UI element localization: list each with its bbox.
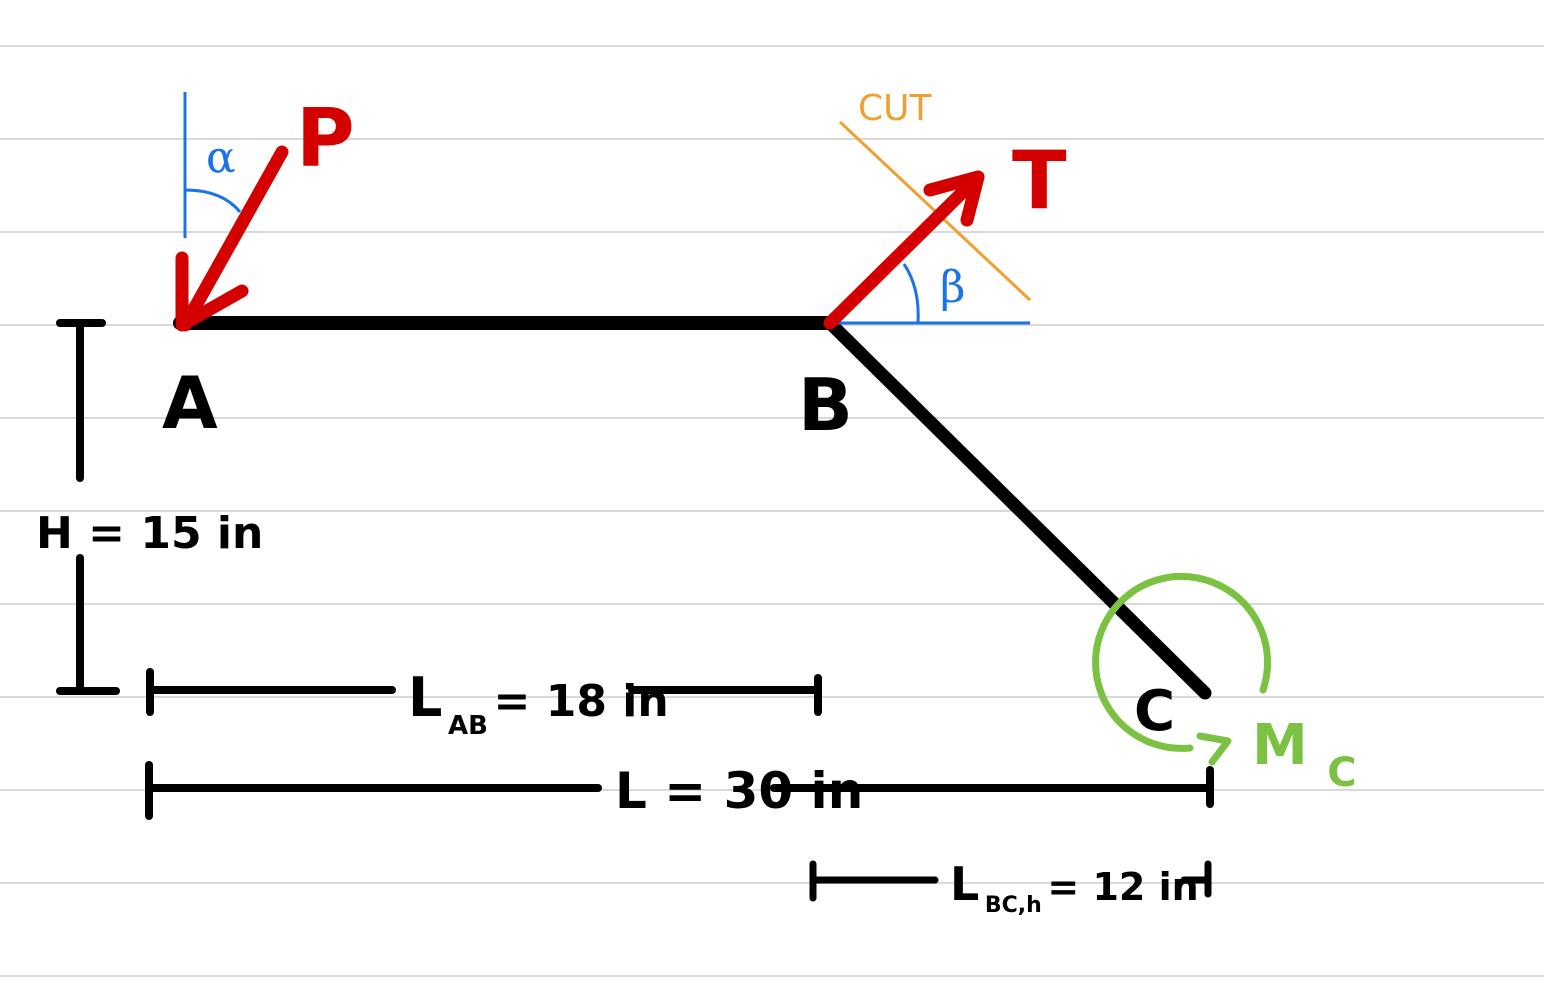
node-c-label: C [1134, 679, 1175, 744]
moment-mc-head [1196, 732, 1232, 766]
force-p-label: P [296, 92, 355, 185]
force-p-head [175, 251, 249, 332]
node-b-label: B [798, 363, 853, 447]
moment-mc-label: M C [1252, 713, 1357, 796]
force-t-arrow [823, 170, 985, 330]
alpha-arc [184, 188, 242, 213]
length-total-dimension [145, 761, 1214, 820]
length-bch-subscript: BC,h [985, 893, 1042, 918]
length-ab-subscript: AB [448, 711, 488, 741]
force-p-arrow [175, 145, 289, 332]
beta-arc [902, 263, 920, 324]
height-dim-label: H = 15 in [36, 508, 263, 559]
length-bch-label: L BC,h = 12 in [950, 857, 1199, 918]
moment-mc-main: M [1252, 713, 1308, 778]
moment-mc-arrow [1092, 572, 1272, 766]
length-ab-label: L AB = 18 in [408, 666, 669, 741]
length-bch-value: = 12 in [1047, 865, 1198, 909]
length-bch-dimension [809, 860, 1212, 902]
moment-mc-arc [1092, 572, 1272, 752]
length-total-label: L = 30 in [615, 762, 863, 820]
force-t-head [923, 170, 985, 227]
force-t-shaft [823, 170, 985, 330]
length-bch-main: L [950, 857, 979, 911]
cut-label: CUT [858, 88, 932, 129]
moment-mc-subscript: C [1327, 750, 1356, 796]
height-dimension [56, 319, 120, 695]
length-ab-main: L [408, 666, 442, 729]
force-p-shaft [178, 145, 289, 332]
angle-beta [830, 263, 1030, 325]
angle-alpha [183, 92, 242, 238]
node-a-label: A [162, 361, 218, 445]
alpha-label: α [206, 132, 236, 183]
beta-label: β [940, 262, 965, 313]
member-bc [823, 316, 1212, 700]
length-ab-dimension [146, 668, 822, 716]
length-ab-value: = 18 in [494, 676, 669, 727]
force-t-label: T [1012, 134, 1067, 227]
